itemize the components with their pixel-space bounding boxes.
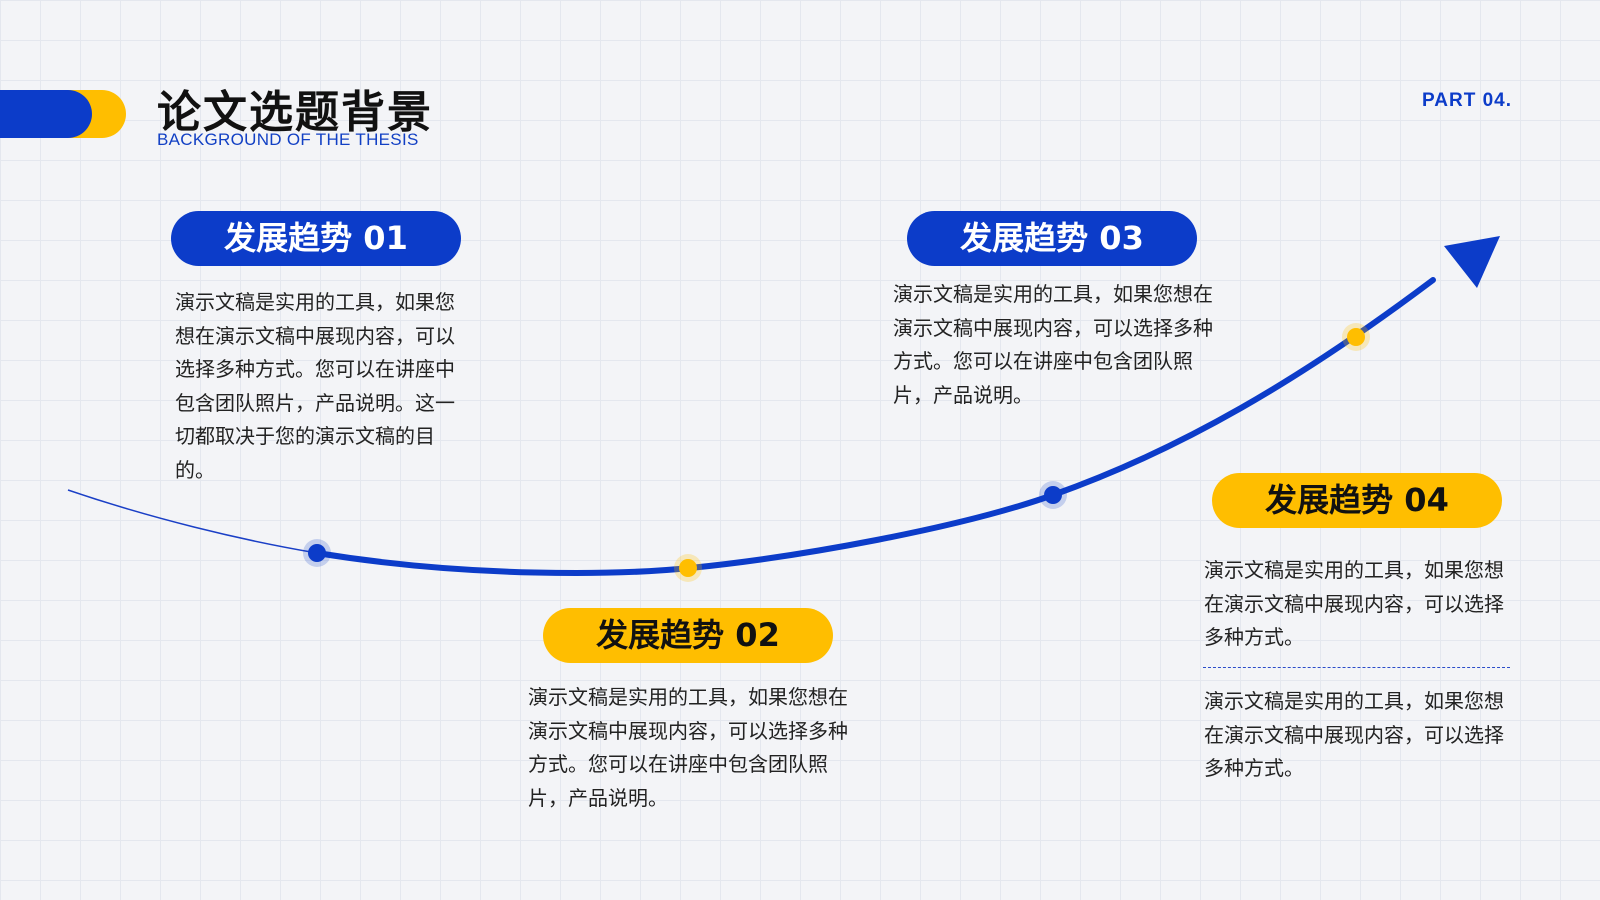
trend-01-pill: 发展趋势 01 bbox=[171, 211, 461, 266]
curve-main-segment bbox=[314, 277, 1436, 576]
trend-04-description-2: 演示文稿是实用的工具，如果您想在演示文稿中展现内容，可以选择多种方式。 bbox=[1204, 689, 1504, 780]
curve-thin-segment bbox=[67, 489, 318, 554]
accent-blue-bar bbox=[0, 90, 92, 138]
trend-03-description: 演示文稿是实用的工具，如果您想在演示文稿中展现内容，可以选择多种方式。您可以在讲… bbox=[893, 282, 1213, 407]
trend-02-description: 演示文稿是实用的工具，如果您想在演示文稿中展现内容，可以选择多种方式。您可以在讲… bbox=[528, 685, 848, 810]
page-title: 论文选题背景 bbox=[157, 87, 433, 138]
trend-01-description: 演示文稿是实用的工具，如果您想在演示文稿中展现内容，可以选择多种方式。您可以在讲… bbox=[175, 290, 455, 482]
trend-04-pill: 发展趋势 04 bbox=[1212, 473, 1502, 528]
trend-02-pill: 发展趋势 02 bbox=[543, 608, 833, 663]
curve-point-01 bbox=[303, 539, 331, 567]
curve-point-02 bbox=[674, 554, 702, 582]
part-label: PART 04. bbox=[1421, 90, 1512, 111]
trend-04-divider bbox=[1203, 667, 1510, 668]
arrow-head-icon bbox=[1444, 236, 1500, 288]
curve-point-04 bbox=[1342, 323, 1370, 351]
page-subtitle: BACKGROUND OF THE THESIS bbox=[157, 130, 419, 149]
curve-point-03 bbox=[1039, 481, 1067, 509]
trend-04-description: 演示文稿是实用的工具，如果您想在演示文稿中展现内容，可以选择多种方式。 bbox=[1204, 558, 1504, 649]
trend-03-pill: 发展趋势 03 bbox=[907, 211, 1197, 266]
